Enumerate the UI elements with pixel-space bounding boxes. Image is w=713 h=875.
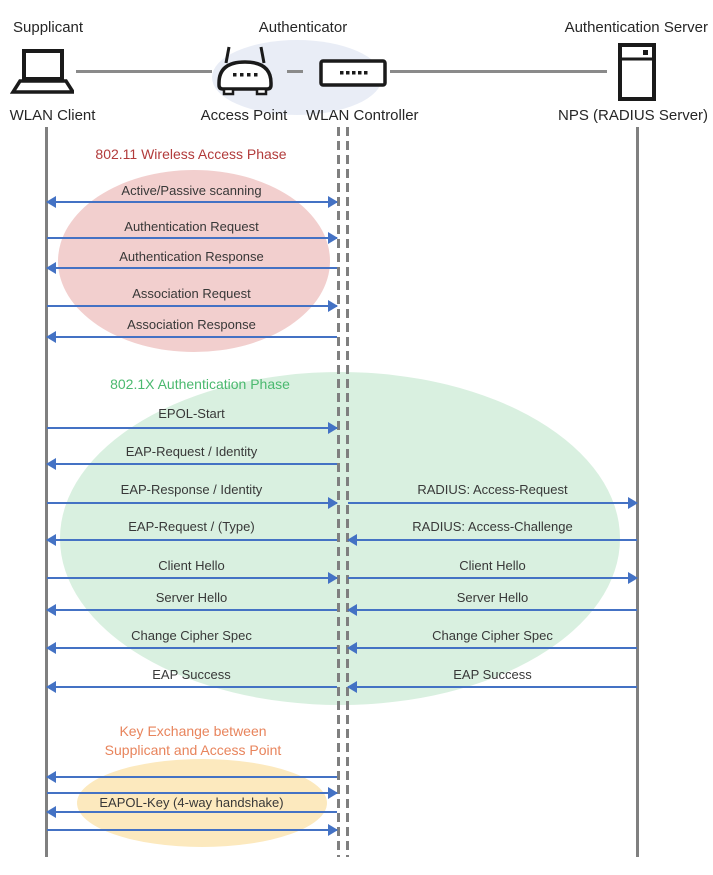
message-arrow — [46, 642, 337, 654]
lifeline-wlan-client — [45, 127, 48, 857]
phase-ellipse-80211 — [58, 170, 330, 352]
message-label: Authentication Request — [124, 219, 259, 234]
message-arrow — [46, 771, 337, 783]
message-label: Active/Passive scanning — [121, 183, 262, 198]
lifeline-radius-server — [636, 127, 639, 857]
message-label: Client Hello — [459, 558, 526, 573]
device-label-nps-radius-server: NPS (RADIUS Server) — [558, 107, 709, 124]
message-arrow — [347, 604, 637, 616]
phase-title-key-exchange: Key Exchange between Supplicant and Acce… — [63, 722, 323, 760]
message-arrow — [47, 300, 338, 312]
message-arrow — [347, 642, 637, 654]
message-label: Server Hello — [456, 590, 529, 605]
phase-title-key-exchange-line1: Key Exchange between — [119, 723, 267, 739]
message-label: EAP-Request / Identity — [125, 444, 258, 459]
message-label-eapol-key: EAPOL-Key (4-way handshake) — [99, 795, 284, 810]
message-label: RADIUS: Access-Request — [417, 482, 568, 497]
message-arrow — [46, 262, 337, 274]
message-arrow — [46, 331, 337, 343]
phase-title-80211: 802.11 Wireless Access Phase — [95, 146, 287, 162]
role-label-authenticator: Authenticator — [258, 19, 348, 36]
message-arrow — [47, 232, 338, 244]
message-label: RADIUS: Access-Challenge — [412, 519, 573, 534]
connector-line — [390, 70, 607, 73]
message-label: EAP Success — [152, 667, 231, 682]
message-arrow — [47, 787, 338, 799]
role-label-authentication-server: Authentication Server — [564, 19, 708, 36]
device-label-wlan-controller: WLAN Controller — [306, 107, 419, 124]
phase-title-key-exchange-line2: Supplicant and Access Point — [104, 742, 282, 758]
device-label-access-point: Access Point — [200, 107, 288, 124]
message-arrow — [46, 681, 337, 693]
message-label: EAP Success — [453, 667, 532, 682]
message-label: Server Hello — [155, 590, 228, 605]
laptop-icon — [10, 49, 74, 95]
message-arrow — [46, 458, 337, 470]
message-arrow — [347, 534, 637, 546]
wlan-controller-icon — [319, 59, 387, 87]
message-label: Association Response — [127, 317, 256, 332]
role-label-supplicant: Supplicant — [13, 19, 84, 36]
message-label: EPOL-Start — [158, 406, 225, 421]
message-arrow — [47, 422, 338, 434]
message-label: EAP-Response / Identity — [120, 482, 263, 497]
phase-ellipse-key-exchange — [77, 759, 327, 847]
device-label-wlan-client: WLAN Client — [9, 107, 96, 124]
lifeline-wlan-controller-left — [337, 127, 340, 857]
message-label: Change Cipher Spec — [131, 628, 252, 643]
message-arrow — [46, 604, 337, 616]
access-point-icon — [212, 45, 278, 97]
message-arrow — [47, 824, 338, 836]
message-arrow — [348, 572, 638, 584]
message-arrow — [46, 534, 337, 546]
message-arrow — [46, 806, 337, 818]
message-label: Association Request — [132, 286, 251, 301]
message-arrow — [347, 681, 637, 693]
connector-line — [287, 70, 303, 73]
message-arrow — [348, 497, 638, 509]
message-arrow — [47, 497, 338, 509]
lifeline-wlan-controller-right — [346, 127, 349, 857]
message-label: Authentication Response — [119, 249, 264, 264]
message-label: Client Hello — [158, 558, 225, 573]
phase-title-8021x: 802.1X Authentication Phase — [110, 376, 290, 392]
message-arrow — [47, 572, 338, 584]
message-arrow — [46, 196, 338, 208]
message-label: Change Cipher Spec — [432, 628, 553, 643]
connector-line — [76, 70, 212, 73]
server-icon — [617, 43, 657, 101]
message-label: EAP-Request / (Type) — [128, 519, 255, 534]
